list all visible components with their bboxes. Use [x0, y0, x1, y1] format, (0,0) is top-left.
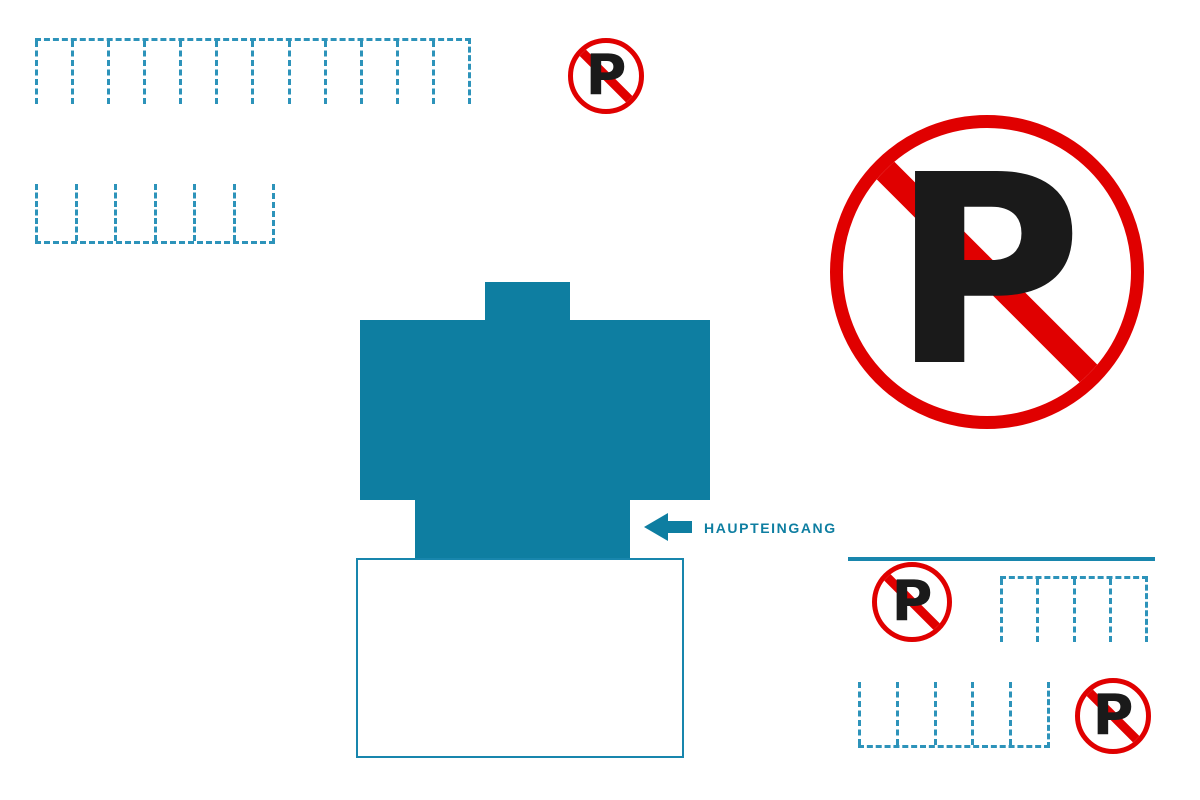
- annex-outline: [356, 558, 684, 758]
- parking-row-right-lower: [858, 682, 1050, 748]
- parking-row-top-left-lower: [35, 184, 275, 244]
- parking-stall: [1072, 579, 1109, 642]
- parking-stall: [153, 184, 194, 241]
- parking-stall: [107, 41, 143, 104]
- parking-stall: [359, 41, 396, 104]
- parking-stall: [74, 184, 115, 241]
- parking-stall: [933, 682, 972, 745]
- building-main-block: [360, 320, 710, 500]
- parking-stall: [431, 41, 468, 104]
- parking-stall: [1000, 579, 1036, 642]
- parking-letter: P: [585, 43, 627, 108]
- parking-letter: P: [891, 569, 933, 634]
- no-parking-sign-large: P: [830, 115, 1144, 429]
- building-top-wing: [485, 282, 570, 324]
- parking-stall: [858, 682, 896, 745]
- parking-stall: [971, 682, 1009, 745]
- no-parking-sign-bottom-right: P: [1075, 678, 1151, 754]
- parking-stall: [287, 41, 324, 104]
- entrance-arrow-shaft: [666, 521, 692, 533]
- parking-stall: [323, 41, 360, 104]
- parking-stall: [35, 41, 71, 104]
- parking-stall: [143, 41, 179, 104]
- parking-stall: [251, 41, 287, 104]
- no-parking-sign-right-middle: P: [872, 562, 952, 642]
- parking-stall: [1036, 579, 1072, 642]
- building-lower-wing: [415, 496, 630, 560]
- parking-stall: [35, 184, 75, 241]
- parking-stall: [1009, 682, 1047, 745]
- parking-row-top-left-upper: [35, 38, 471, 104]
- parking-stall: [179, 41, 215, 104]
- entrance-arrow-icon: [644, 513, 668, 541]
- main-entrance-label: HAUPTEINGANG: [704, 520, 837, 536]
- parking-stall: [193, 184, 233, 241]
- parking-letter: P: [890, 119, 1084, 424]
- parking-stall: [395, 41, 432, 104]
- no-parking-sign-top-center: P: [568, 38, 644, 114]
- parking-stall: [1108, 579, 1145, 642]
- parking-stall: [232, 184, 273, 241]
- parking-stall: [895, 682, 934, 745]
- parking-stall: [71, 41, 107, 104]
- parking-row-right-upper: [1000, 576, 1148, 642]
- parking-stall: [215, 41, 251, 104]
- parking-stall: [114, 184, 154, 241]
- parking-letter: P: [1092, 683, 1134, 748]
- site-boundary-line: [848, 557, 1155, 561]
